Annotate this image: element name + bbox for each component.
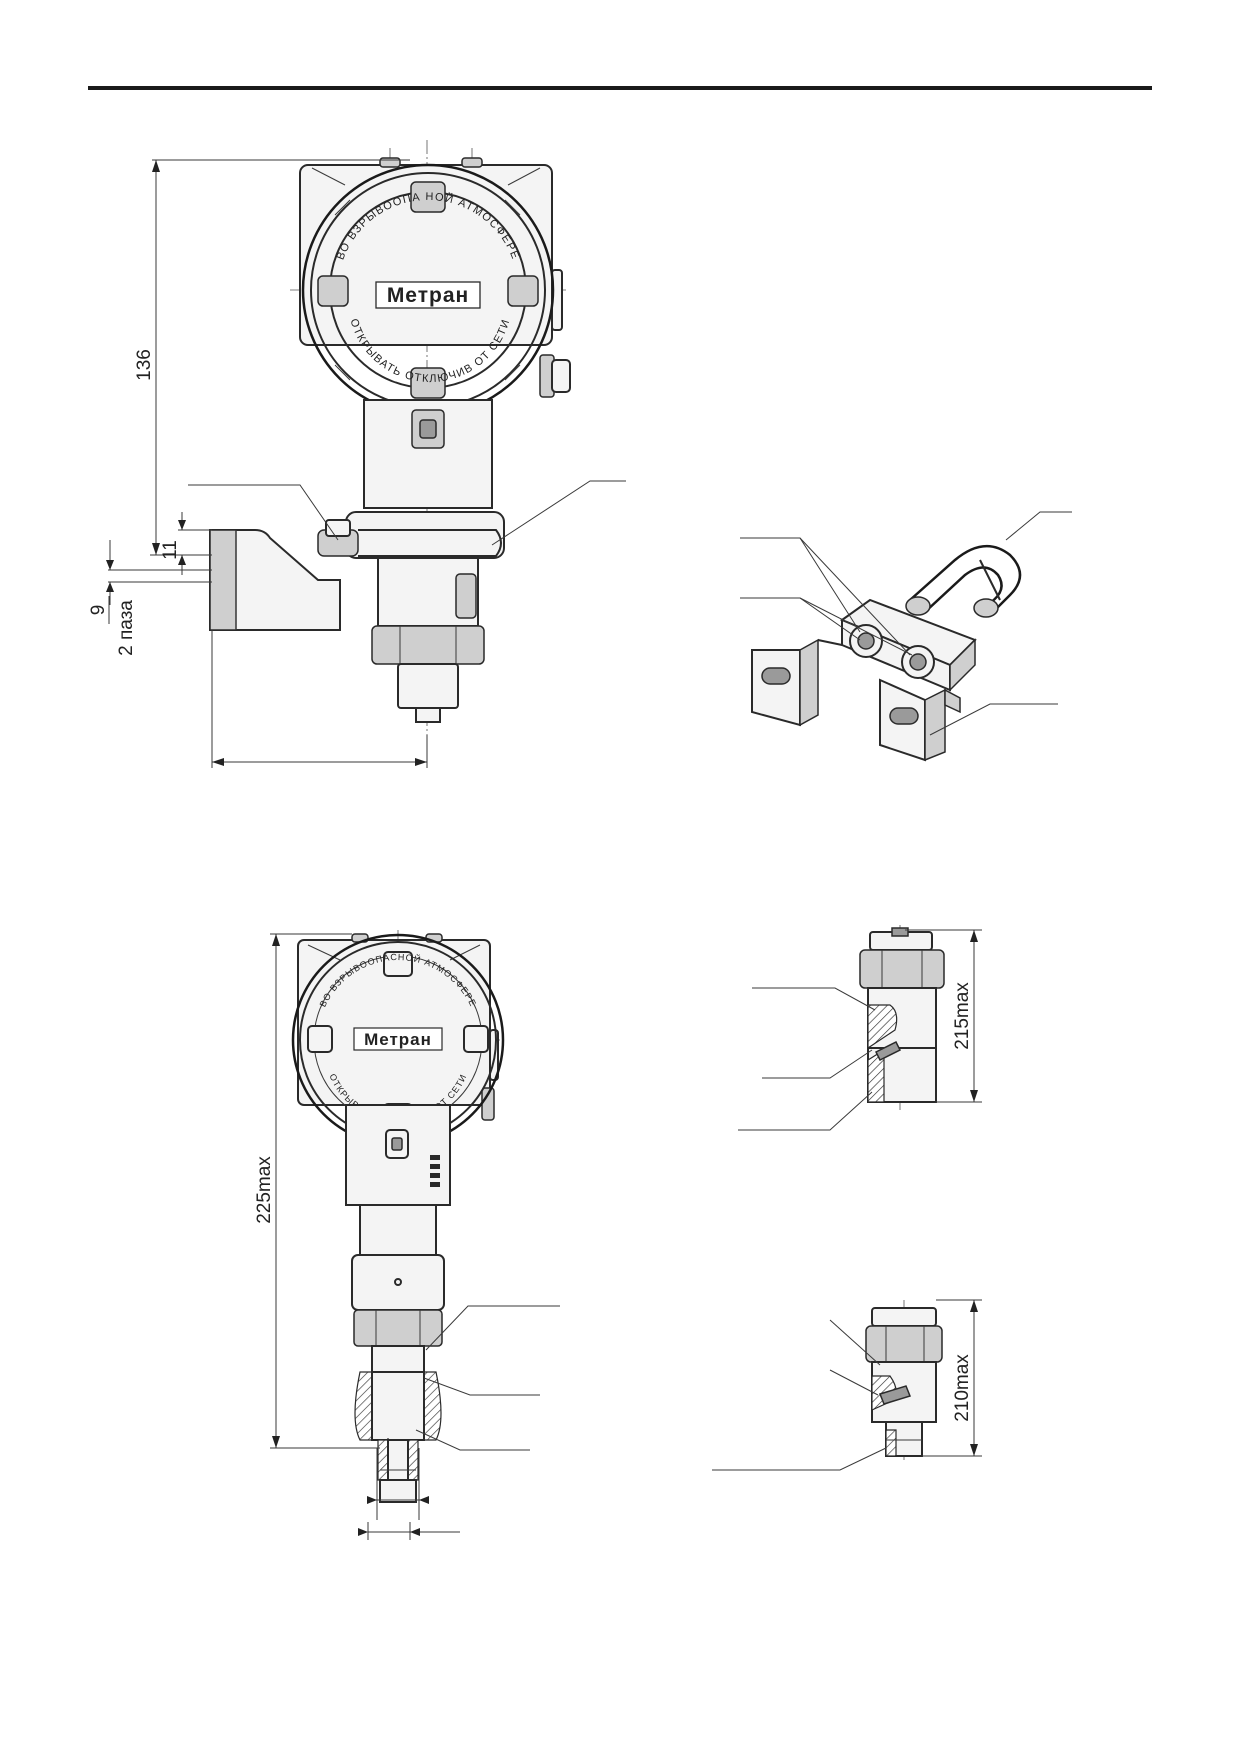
dimension-210max: 210max xyxy=(952,1354,973,1422)
fitting-detail-215max: 215max xyxy=(738,925,982,1131)
dimension-11: 11 xyxy=(160,540,181,560)
mounting-bracket-isometric xyxy=(740,511,1072,762)
transmitter-view-union-fitting: ВО ВЗРЫВООПАСНОЙ АТМОСФЕРЕ ОТКРЫВАТЬ ОТК… xyxy=(254,930,560,1540)
dimension-136: 136 xyxy=(134,349,155,381)
transmitter-view-bracket-mount: ВО ВЗРЫВООПА НОЙ АТМОСФЕРЕ ОТКРЫВАТЬ ОТК… xyxy=(88,140,626,768)
dimension-9: 9 xyxy=(88,605,109,616)
metran-logo: Метран xyxy=(387,284,469,307)
fitting-detail-210max: 210max xyxy=(712,1299,982,1471)
dimension-2-slots: 2 паза xyxy=(116,600,137,656)
metran-logo-lower: Метран xyxy=(364,1030,432,1049)
dimension-215max: 215max xyxy=(952,982,973,1050)
dimension-225max: 225max xyxy=(254,1156,275,1224)
